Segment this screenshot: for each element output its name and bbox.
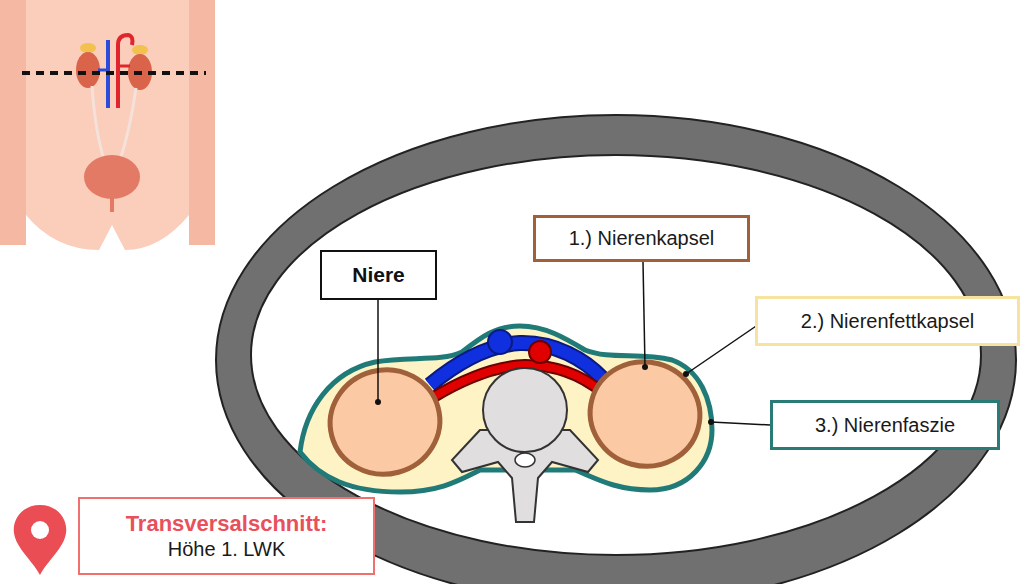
inset-bg bbox=[24, 0, 191, 250]
leader-dot bbox=[642, 364, 648, 370]
label-box: Niere bbox=[320, 250, 437, 300]
leader-line bbox=[643, 262, 645, 367]
adrenal-gland bbox=[132, 45, 148, 55]
kidney-small bbox=[76, 52, 100, 88]
label-box: 2.) Nierenfettkapsel bbox=[755, 296, 1020, 346]
kidney bbox=[318, 358, 451, 487]
leader-line bbox=[711, 422, 770, 425]
label-box: 3.) Nierenfaszie bbox=[770, 400, 1000, 450]
location-pin bbox=[14, 505, 67, 575]
bladder bbox=[84, 155, 140, 199]
label-text: Niere bbox=[352, 262, 405, 288]
vertebral-body bbox=[483, 368, 567, 452]
adrenal-gland bbox=[80, 43, 96, 53]
renal-artery bbox=[118, 65, 130, 68]
arm bbox=[0, 0, 26, 245]
aorta bbox=[529, 341, 551, 363]
label-text: 2.) Nierenfettkapsel bbox=[801, 309, 974, 334]
leader-line bbox=[686, 322, 762, 374]
section-line bbox=[22, 71, 206, 75]
label-text: 1.) Nierenkapsel bbox=[569, 226, 715, 251]
spinal-canal bbox=[515, 453, 535, 467]
label-box: Transversalschnitt:Höhe 1. LWK bbox=[78, 497, 375, 575]
leader-dot bbox=[683, 371, 689, 377]
label-text: Transversalschnitt: bbox=[126, 510, 328, 538]
vena-cava bbox=[488, 330, 512, 354]
label-box: 1.) Nierenkapsel bbox=[533, 215, 750, 262]
torso bbox=[26, 0, 189, 250]
urethra bbox=[110, 197, 114, 212]
ureter bbox=[92, 86, 104, 160]
leader-line bbox=[377, 300, 379, 402]
label-text: 3.) Nierenfaszie bbox=[815, 413, 955, 438]
leader-dot bbox=[708, 419, 714, 425]
arm bbox=[189, 0, 215, 245]
pin-hole bbox=[31, 521, 49, 539]
ureter bbox=[120, 88, 136, 160]
label-text: Höhe 1. LWK bbox=[168, 537, 285, 562]
leader-dot bbox=[375, 399, 381, 405]
